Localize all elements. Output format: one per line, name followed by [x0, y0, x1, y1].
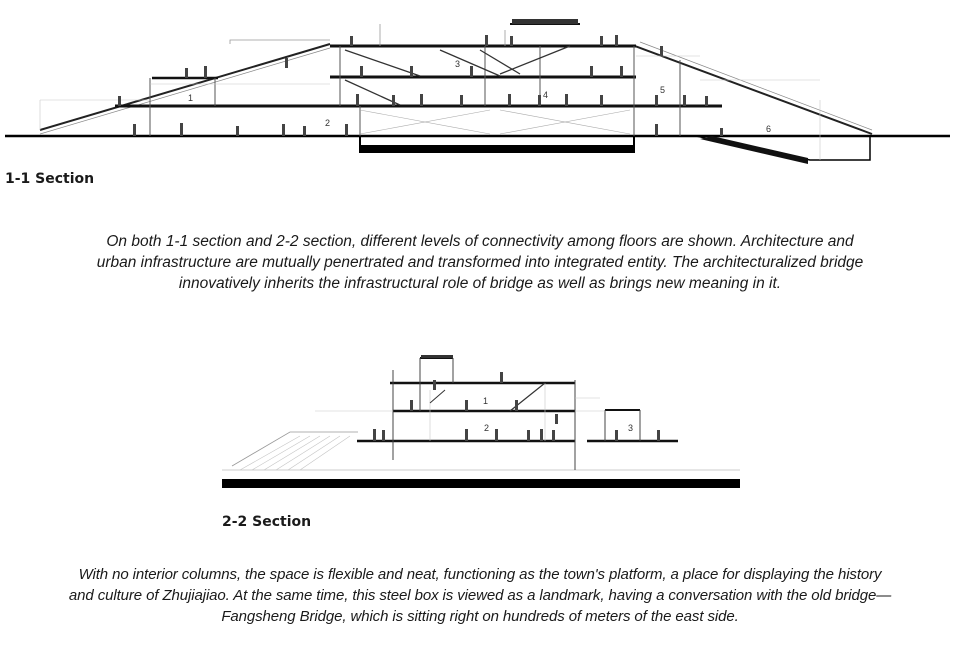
caption-1-line-1: On both 1-1 section and 2-2 section, dif… — [106, 233, 854, 250]
section-1-1-drawing: 1 2 3 4 5 6 — [5, 19, 950, 164]
section1-label-4: 4 — [543, 90, 548, 100]
section1-label-1: 1 — [188, 93, 193, 103]
section-1-1-title: 1-1 Section — [5, 171, 95, 187]
section1-label-6: 6 — [766, 124, 771, 134]
caption-2-line-3: Fangsheng Bridge, which is sitting right… — [221, 608, 739, 625]
caption-1: On both 1-1 section and 2-2 section, dif… — [0, 231, 960, 294]
section1-label-2: 2 — [325, 118, 330, 128]
caption-2-line-1: With no interior columns, the space is f… — [78, 566, 882, 583]
section1-label-5: 5 — [660, 85, 665, 95]
caption-2: With no interior columns, the space is f… — [0, 564, 960, 627]
caption-1-line-2: urban infrastructure are mutually penert… — [96, 254, 864, 271]
caption-2-line-2: and culture of Zhujiajiao. At the same t… — [68, 587, 892, 604]
section1-label-3: 3 — [455, 59, 460, 69]
caption-1-line-3: innovatively inherits the infrastructura… — [178, 275, 782, 292]
section-2-2-title: 2-2 Section — [222, 514, 312, 530]
section2-label-3: 3 — [628, 423, 633, 433]
section-2-2-drawing: 1 2 3 — [222, 355, 740, 488]
section2-label-2: 2 — [484, 423, 489, 433]
section2-label-1: 1 — [483, 396, 488, 406]
